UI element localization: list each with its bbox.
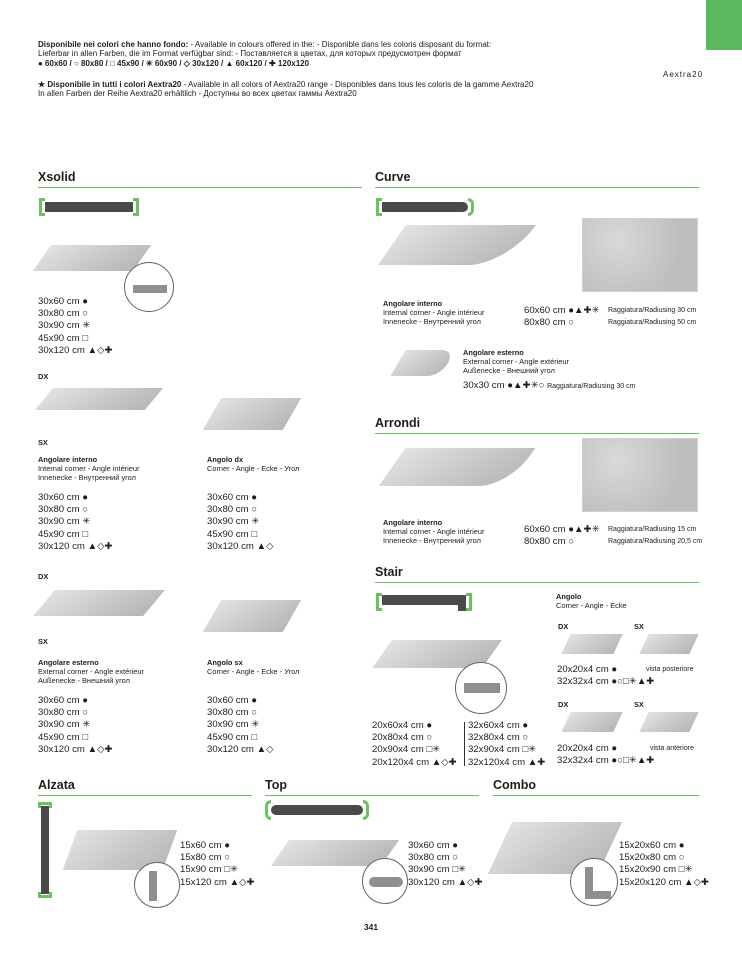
external-corner-image <box>33 590 165 616</box>
curve-rule <box>375 187 699 188</box>
arrondi-title: Arrondi <box>375 416 421 430</box>
brand-name: Aextra20 <box>663 70 704 79</box>
alzata-title: Alzata <box>38 778 75 792</box>
arrondi-note-1: Raggiatura/Radiusing 15 cm <box>608 526 697 533</box>
alzata-detail-circle <box>134 862 180 908</box>
alzata-profile <box>41 806 49 894</box>
arrondi-photo <box>582 438 698 512</box>
arrondi-row-2: 80x80 cm ○ <box>524 536 575 547</box>
arrondi-rule <box>375 433 699 434</box>
profile-bracket-left <box>39 198 45 216</box>
label-dx-2: DX <box>38 572 49 581</box>
stair-detail-circle <box>455 662 507 714</box>
header-line1: Disponibile nei colori che hanno fondo: … <box>38 40 492 49</box>
stair-ant-size-1: 20x20x4 cm ● <box>557 743 618 754</box>
curve-photo <box>582 218 698 292</box>
alzata-sizes: 15x60 cm ●15x80 cm ○15x90 cm □✳15x120 cm… <box>180 840 255 888</box>
xsolid-sizes: 30x60 cm ●30x80 cm ○30x90 cm ✳45x90 cm □… <box>38 296 113 356</box>
xsolid-rule <box>38 187 362 188</box>
angolo-sx-image <box>202 600 302 632</box>
curve-external-image <box>390 350 456 376</box>
profile-bracket-left <box>265 800 271 820</box>
combo-sizes: 15x20x60 cm ●15x20x80 cm ○15x20x90 cm □✳… <box>619 840 709 888</box>
stair-sizes-right: 32x60x4 cm ●32x80x4 cm ○32x90x4 cm □✳32x… <box>468 720 546 768</box>
alzata-bracket-top <box>38 802 52 808</box>
external-corner-sizes: 30x60 cm ●30x80 cm ○30x90 cm ✳45x90 cm □… <box>38 695 113 755</box>
top-rule <box>265 795 479 796</box>
page-number: 341 <box>364 922 378 932</box>
arrondi-note-2: Raggiatura/Radiusing 20,5 cm <box>608 538 703 545</box>
curve-external-row: 30x30 cm ●▲✚✳○ Raggiatura/Radiusing 30 c… <box>463 380 636 391</box>
profile-bracket-right <box>363 800 369 820</box>
stair-corner-sx-image <box>639 634 699 654</box>
internal-corner-image <box>34 388 164 410</box>
curve-internal-row-2: 80x80 cm ○ <box>524 317 575 328</box>
profile-bracket-left <box>376 198 382 216</box>
arrondi-image <box>378 448 536 486</box>
xsolid-profile <box>45 202 133 212</box>
stair-rule <box>375 582 699 583</box>
header-line2: Lieferbar in allen Farben, die im Format… <box>38 49 462 58</box>
alzata-rule <box>38 795 252 796</box>
stair-label-dx: DX <box>558 622 569 631</box>
angolo-dx-image <box>202 398 302 430</box>
top-detail-circle <box>362 858 408 904</box>
stair-profile <box>382 595 466 605</box>
stair-profile-nose <box>458 595 466 611</box>
curve-title: Curve <box>375 170 411 184</box>
stair-corner-dx-image <box>561 634 623 654</box>
curve-internal-note-1: Raggiatura/Radiusing 30 cm <box>608 307 697 314</box>
top-sizes: 30x60 cm ●30x80 cm ○30x90 cm □✳30x120 cm… <box>408 840 483 888</box>
curve-internal-note-2: Raggiatura/Radiusing 50 cm <box>608 319 697 326</box>
curve-internal-image <box>377 225 537 265</box>
stair-sizes-left: 20x60x4 cm ●20x80x4 cm ○20x90x4 cm □✳20x… <box>372 720 457 768</box>
page-tab <box>706 0 742 50</box>
header-format-legend: ● 60x60 / ○ 80x80 / □ 45x90 / ✳ 60x90 / … <box>38 59 310 68</box>
curve-internal-row-1: 60x60 cm ●▲✚✳ <box>524 305 600 316</box>
stair-ant-size-2: 32x32x4 cm ●○□✳▲✚ <box>557 755 655 766</box>
stair-title: Stair <box>375 565 403 579</box>
label-dx: DX <box>38 372 49 381</box>
combo-detail-circle <box>570 858 618 906</box>
arrondi-row-1: 60x60 cm ●▲✚✳ <box>524 524 600 535</box>
stair-corner-dx2-image <box>561 712 623 732</box>
alzata-bracket-bottom <box>38 892 52 898</box>
stair-label-sx-2: SX <box>634 700 644 709</box>
curve-profile <box>382 202 468 212</box>
label-sx: SX <box>38 438 48 447</box>
header-line4: ★ Disponibile in tutti i colori Aextra20… <box>38 80 534 89</box>
profile-bracket-left <box>376 593 382 611</box>
combo-rule <box>493 795 699 796</box>
stair-post-size-2: 32x32x4 cm ●○□✳▲✚ <box>557 676 655 687</box>
stair-label-dx-2: DX <box>558 700 569 709</box>
angolo-sx-sizes: 30x60 cm ●30x80 cm ○30x90 cm ✳45x90 cm □… <box>207 695 274 755</box>
stair-ant-note: vista anteriore <box>650 745 694 752</box>
xsolid-detail-circle <box>124 262 174 312</box>
stair-label-sx: SX <box>634 622 644 631</box>
combo-title: Combo <box>493 778 537 792</box>
profile-bracket-right <box>468 198 474 216</box>
stair-corner-sx2-image <box>639 712 699 732</box>
stair-divider <box>464 722 465 766</box>
stair-post-note: vista posteriore <box>646 666 694 673</box>
stair-post-size-1: 20x20x4 cm ● <box>557 664 618 675</box>
top-profile <box>271 805 363 815</box>
internal-corner-sizes: 30x60 cm ●30x80 cm ○30x90 cm ✳45x90 cm □… <box>38 492 113 552</box>
top-title: Top <box>265 778 287 792</box>
profile-bracket-right <box>466 593 472 611</box>
header-line5: In allen Farben der Reihe Aextra20 erhäl… <box>38 89 357 98</box>
xsolid-title: Xsolid <box>38 170 76 184</box>
label-sx-2: SX <box>38 637 48 646</box>
profile-bracket-right <box>133 198 139 216</box>
angolo-dx-sizes: 30x60 cm ●30x80 cm ○30x90 cm ✳45x90 cm □… <box>207 492 274 552</box>
